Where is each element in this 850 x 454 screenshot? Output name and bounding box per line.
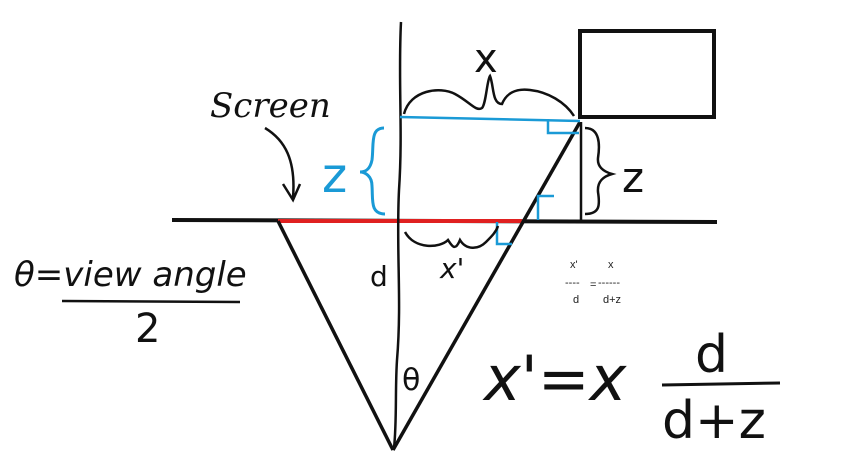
- z-brace-left: [359, 126, 386, 216]
- main-formula-lhs: x'=x: [482, 342, 628, 415]
- right-angle-marker-screen: [495, 222, 512, 246]
- ratio-right-bar: ------: [598, 277, 620, 289]
- theta-label: θ: [402, 363, 420, 398]
- ratio-equals: =: [590, 279, 596, 291]
- ratio-right-denominator: d+z: [603, 294, 621, 306]
- z-left-label: z: [322, 148, 347, 204]
- screen-pointer-arrowhead: [281, 183, 302, 203]
- x-brace-top: [402, 73, 576, 117]
- main-formula-numerator: d: [695, 325, 728, 385]
- z-brace-right: [584, 126, 617, 216]
- view-ray-left: [276, 220, 395, 451]
- theta-definition: θ=view angle: [14, 255, 247, 295]
- screen-pointer-arrow: [264, 126, 295, 199]
- theta-definition-denominator: 2: [135, 306, 160, 352]
- object-box: [578, 29, 716, 119]
- main-formula-denominator: d+z: [662, 391, 766, 451]
- ratio-left-denominator: d: [573, 294, 579, 306]
- view-ray-right: [391, 121, 582, 451]
- screen-label: Screen: [210, 86, 331, 126]
- vertical-axis: [392, 21, 403, 449]
- theta-fraction-bar: [61, 299, 241, 304]
- ratio-left-numerator: x': [570, 259, 578, 271]
- d-label: d: [370, 260, 388, 293]
- x-prime-label: x': [439, 252, 464, 285]
- right-angle-marker-bottom: [536, 194, 554, 220]
- ratio-left-bar: ----: [565, 277, 580, 289]
- right-angle-marker-top: [546, 119, 579, 135]
- x-top-label: x: [474, 36, 498, 82]
- x-prime-brace: [403, 225, 500, 249]
- object-height-line: [399, 115, 581, 123]
- main-fraction-bar: [661, 381, 781, 387]
- ratio-right-numerator: x: [608, 259, 614, 271]
- z-right-label: z: [622, 153, 644, 202]
